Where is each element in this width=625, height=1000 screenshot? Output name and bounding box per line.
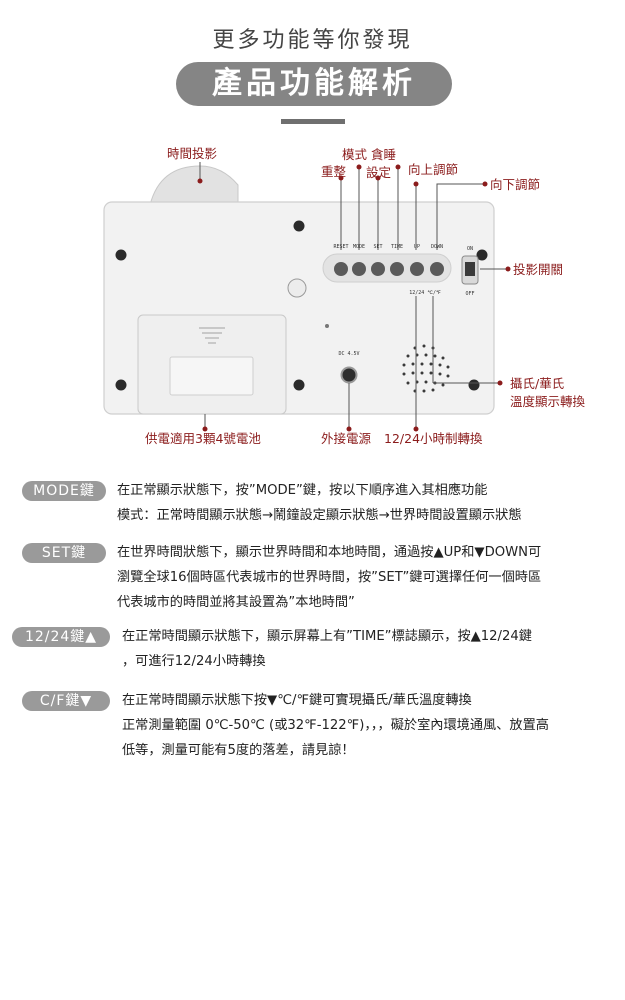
callout-mode-snooze: 模式 貪睡 [342, 147, 396, 162]
feature-desc-line: 代表城市的時間並將其設置為”本地時間” [117, 595, 355, 610]
callout-up: 向上調節 [408, 162, 458, 177]
format-key-badge: 12/24鍵▲ [12, 627, 110, 647]
callout-down: 向下調節 [490, 177, 540, 192]
sub-button-labels: 12/24 ℃/℉ [409, 290, 441, 296]
feature-desc-line: 在正常顯示狀態下，按”MODE”鍵，按以下順序進入其相應功能 [117, 483, 488, 498]
screw-icon [293, 379, 305, 391]
battery-arrow-icon [199, 327, 225, 344]
callout-format: 12/24小時制轉換 [384, 431, 483, 446]
dc-jack [340, 366, 358, 384]
up-button[interactable] [410, 262, 424, 276]
screw-icon [115, 379, 127, 391]
feature-desc-line: 在正常時間顯示狀態下按▼℃/℉鍵可實現攝氏/華氏溫度轉換 [122, 693, 472, 708]
projector-dome [149, 165, 239, 206]
callout-temp: 攝氏/華氏 [510, 376, 564, 391]
callout-lines [199, 162, 508, 428]
set-button[interactable] [371, 262, 385, 276]
time-button[interactable] [390, 262, 404, 276]
callout-projection: 時間投影 [167, 146, 218, 161]
title-underline [281, 119, 345, 124]
callout-reset: 重整 [321, 164, 347, 179]
feature-desc-line: 瀏覽全球16個時區代表城市的世界時間，按”SET”鍵可選擇任何一個時區 [117, 570, 542, 585]
callout-battery: 供電適用3顆4號電池 [145, 431, 261, 446]
screw-icon [468, 379, 480, 391]
callout-dots [197, 164, 511, 432]
callout-temp-2: 溫度顯示轉換 [510, 394, 586, 409]
set-key-badge: SET鍵 [22, 543, 106, 563]
pin-hole [325, 324, 329, 328]
button-label: UP [414, 244, 420, 250]
feature-desc-line: 在正常時間顯示狀態下，顯示屏幕上有”TIME”標誌顯示，按▲12/24鍵 [122, 629, 532, 644]
switch-off-label: OFF [465, 291, 474, 297]
down-button[interactable] [430, 262, 444, 276]
switch-on-label: ON [467, 246, 473, 252]
button-label: TIME [391, 244, 403, 250]
subtitle: 更多功能等你發現 [212, 28, 413, 53]
callout-set: 設定 [366, 165, 391, 180]
rotate-icon [287, 278, 307, 298]
feature-desc-line: 正常測量範圍 0℃-50℃ (或32℉-122℉)，，，礙於室內環境通風、放置高 [122, 718, 549, 733]
device-diagram: RESET MODE SET TIME UP DOWN 12/24 ℃/℉ ON… [103, 146, 586, 446]
callout-power: 外接電源 [321, 431, 372, 446]
mode-key-badge: MODE鍵 [22, 481, 106, 501]
feature-desc-line: ，可進行12/24小時轉換 [122, 654, 266, 669]
dc-label: DC 4.5V [338, 351, 359, 357]
screw-icon [293, 220, 305, 232]
speaker-grille [402, 344, 450, 393]
page-title: 產品功能解析 [176, 62, 452, 106]
screw-icon [476, 249, 488, 261]
screw-icon [115, 249, 127, 261]
feature-desc-line: 在世界時間狀態下，顯示世界時間和本地時間，通過按▲UP和▼DOWN可 [117, 545, 542, 560]
mode-button[interactable] [352, 262, 366, 276]
reset-button[interactable] [334, 262, 348, 276]
feature-desc-line: 模式：正常時間顯示狀態→鬧鐘設定顯示狀態→世界時間設置顯示狀態 [117, 508, 522, 523]
feature-desc-line: 低等，測量可能有5度的落差，請見諒！ [122, 743, 355, 758]
callout-proj-switch: 投影開關 [513, 262, 563, 277]
cf-key-badge: C/F鍵▼ [22, 691, 110, 711]
